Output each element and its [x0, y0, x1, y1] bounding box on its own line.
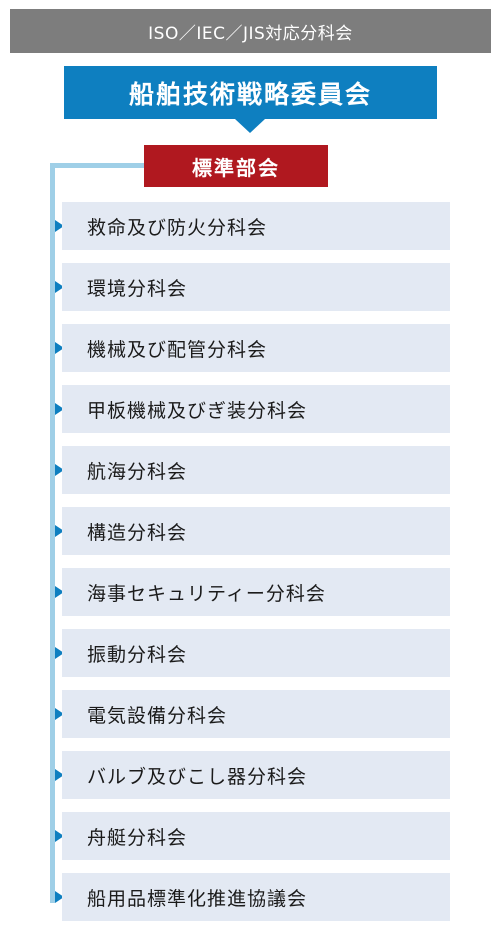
connector-vertical [50, 163, 55, 903]
right-arrow-icon [55, 830, 64, 842]
right-arrow-icon [55, 464, 64, 476]
list-item-label: 航海分科会 [87, 460, 188, 483]
subcommittee-title: 標準部会 [192, 155, 280, 180]
right-arrow-icon [55, 891, 64, 903]
right-arrow-icon [55, 769, 64, 781]
list-item[interactable]: 機械及び配管分科会 [62, 324, 450, 372]
list-item-label: 構造分科会 [87, 521, 188, 544]
list-item[interactable]: 振動分科会 [62, 629, 450, 677]
list-item-label: 電気設備分科会 [87, 704, 228, 727]
list-item[interactable]: 船用品標準化推進協議会 [62, 873, 450, 921]
list-item-label: 振動分科会 [87, 643, 188, 666]
list-item-label: 船用品標準化推進協議会 [87, 887, 308, 910]
right-arrow-icon [55, 220, 64, 232]
right-arrow-icon [55, 403, 64, 415]
category-title: ISO／IEC／JIS対応分科会 [148, 23, 353, 44]
list-item-label: 舟艇分科会 [87, 826, 188, 849]
list-item[interactable]: 航海分科会 [62, 446, 450, 494]
category-banner: ISO／IEC／JIS対応分科会 [10, 9, 491, 53]
list-item-label: バルブ及びこし器分科会 [87, 765, 308, 788]
right-arrow-icon [55, 342, 64, 354]
committee-title: 船舶技術戦略委員会 [128, 79, 372, 109]
right-arrow-icon [55, 525, 64, 537]
list-item[interactable]: 舟艇分科会 [62, 812, 450, 860]
subcommittee-box: 標準部会 [144, 145, 328, 187]
list-item-label: 海事セキュリティー分科会 [87, 582, 326, 605]
committee-box: 船舶技術戦略委員会 [64, 66, 437, 119]
right-arrow-icon [55, 281, 64, 293]
list-item-label: 機械及び配管分科会 [87, 338, 268, 361]
right-arrow-icon [55, 708, 64, 720]
right-arrow-icon [55, 586, 64, 598]
list-item[interactable]: 構造分科会 [62, 507, 450, 555]
list-item[interactable]: 救命及び防火分科会 [62, 202, 450, 250]
list-item[interactable]: 海事セキュリティー分科会 [62, 568, 450, 616]
list-item-label: 甲板機械及びぎ装分科会 [87, 399, 308, 422]
right-arrow-icon [55, 647, 64, 659]
list-item[interactable]: 環境分科会 [62, 263, 450, 311]
list-item-label: 環境分科会 [87, 277, 188, 300]
list-item-label: 救命及び防火分科会 [87, 216, 268, 239]
list-item[interactable]: バルブ及びこし器分科会 [62, 751, 450, 799]
connector-horizontal [50, 163, 144, 168]
down-arrow-icon [235, 119, 265, 133]
list-item[interactable]: 甲板機械及びぎ装分科会 [62, 385, 450, 433]
list-item[interactable]: 電気設備分科会 [62, 690, 450, 738]
